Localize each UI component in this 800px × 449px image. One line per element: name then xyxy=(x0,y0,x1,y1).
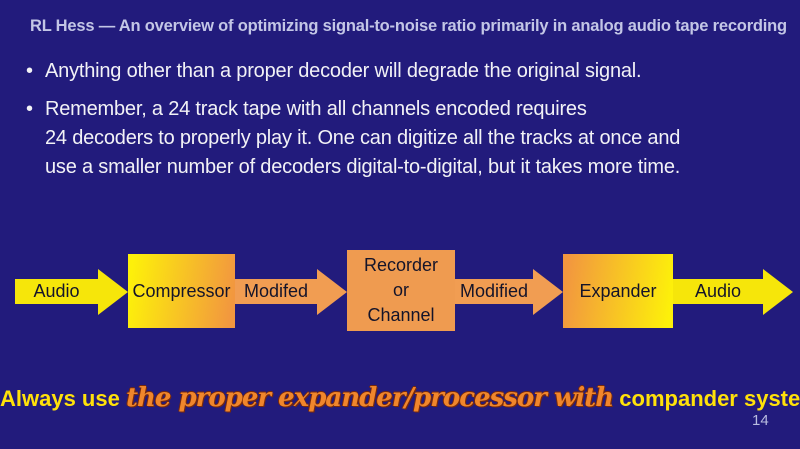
bullet-dot-icon: • xyxy=(26,60,34,82)
audio-input-arrow: Audio xyxy=(15,268,128,315)
footer-message: Always use the proper expander/processor… xyxy=(0,383,800,413)
bullet-1-line-1: Anything other than a proper decoder wil… xyxy=(45,60,642,82)
bullet-list: • Anything other than a proper decoder w… xyxy=(26,57,786,191)
modified-label: Modified xyxy=(459,281,529,301)
bullet-2-line-2: 24 decoders to properly play it. One can… xyxy=(45,127,681,149)
compressor-label: Compressor xyxy=(132,280,231,301)
page-number: 14 xyxy=(752,412,769,429)
slide-header-title: RL Hess — An overview of optimizing sign… xyxy=(30,17,787,35)
audio-input-label: Audio xyxy=(33,281,80,301)
recorder-channel-box: Recorder or Channel xyxy=(347,250,455,331)
modifed-label: Modifed xyxy=(243,281,309,301)
list-item: • Remember, a 24 track tape with all cha… xyxy=(26,95,786,182)
footer-suffix: compander systems. xyxy=(619,386,800,411)
compressor-box: Compressor xyxy=(128,254,235,328)
bullet-2-line-3: use a smaller number of decoders digital… xyxy=(45,156,681,178)
bullet-dot-icon: • xyxy=(26,98,34,120)
expander-box: Expander xyxy=(563,254,673,328)
recorder-label-line-3: Channel xyxy=(367,305,435,325)
bullet-2-line-1: Remember, a 24 track tape with all chann… xyxy=(45,98,587,120)
audio-output-arrow: Audio xyxy=(673,268,793,315)
footer-emphasis: the proper expander/processor with xyxy=(125,383,614,413)
recorder-label-line-1: Recorder xyxy=(363,255,439,275)
audio-output-label: Audio xyxy=(694,281,742,301)
arrow-head-icon xyxy=(763,268,793,315)
expander-label: Expander xyxy=(579,280,657,301)
arrow-head-icon xyxy=(98,268,128,315)
recorder-label-line-2: or xyxy=(392,280,409,300)
arrow-head-icon xyxy=(317,268,347,315)
list-item: • Anything other than a proper decoder w… xyxy=(26,57,786,86)
modifed-signal-arrow: Modifed xyxy=(235,268,347,315)
modified-signal-arrow: Modified xyxy=(455,268,563,315)
footer-prefix: Always use xyxy=(0,386,126,411)
arrow-head-icon xyxy=(533,268,563,315)
